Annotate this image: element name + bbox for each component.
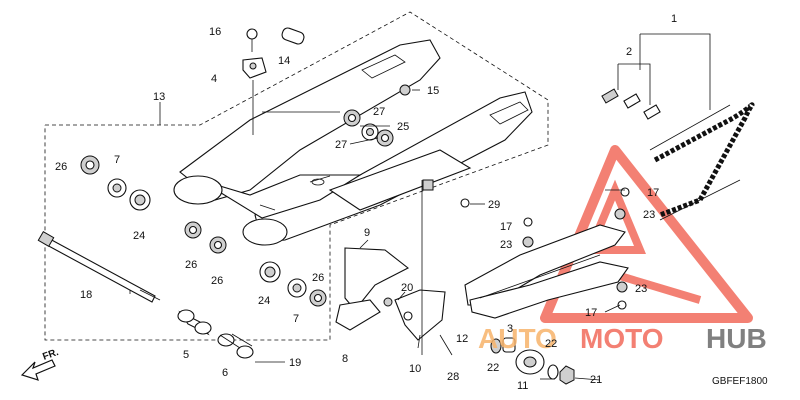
callout-27-lower: 27 xyxy=(335,139,347,151)
callout-18: 18 xyxy=(80,289,92,301)
callout-25: 25 xyxy=(397,121,409,133)
watermark-text: AUTO MOTO HUB xyxy=(478,323,767,354)
callout-23-low: 23 xyxy=(635,283,647,295)
callout-labels: 1 2 3 4 5 6 7 7 8 9 10 11 12 13 14 15 16… xyxy=(55,13,677,392)
pivot-bolt xyxy=(37,230,161,303)
callout-29: 29 xyxy=(488,199,500,211)
brackets xyxy=(335,179,453,356)
callout-24-right: 24 xyxy=(258,295,270,307)
callout-8: 8 xyxy=(342,353,348,365)
callout-26-mid-right: 26 xyxy=(211,275,223,287)
callout-15: 15 xyxy=(427,85,439,97)
callout-24-left: 24 xyxy=(133,230,145,242)
callout-22-left: 22 xyxy=(487,362,499,374)
callout-9: 9 xyxy=(364,227,370,239)
callout-26-mid-left: 26 xyxy=(185,259,197,271)
callout-14: 14 xyxy=(278,55,290,67)
front-direction-arrow xyxy=(20,359,56,381)
callout-17-top: 17 xyxy=(647,187,659,199)
front-direction-label: FR. xyxy=(41,347,60,363)
callout-13: 13 xyxy=(153,91,165,103)
pivot-collars xyxy=(177,309,254,359)
swingarm-assembly-outline xyxy=(44,11,549,341)
drive-chain xyxy=(639,33,755,221)
callout-7-upper: 7 xyxy=(114,154,120,166)
callout-5: 5 xyxy=(183,349,189,361)
callout-4: 4 xyxy=(211,73,217,85)
swingarm xyxy=(173,39,533,246)
callout-27-upper: 27 xyxy=(373,106,385,118)
callout-6: 6 xyxy=(222,367,228,379)
callout-10: 10 xyxy=(409,363,421,375)
callout-17-mid: 17 xyxy=(500,221,512,233)
callout-28: 28 xyxy=(447,371,459,383)
chain-joint-parts xyxy=(601,63,661,120)
callout-leaders xyxy=(129,89,625,381)
callout-16: 16 xyxy=(209,26,221,38)
chain-roller-set xyxy=(460,187,630,385)
callout-20: 20 xyxy=(401,282,413,294)
callout-26-lower: 26 xyxy=(312,272,324,284)
callout-1: 1 xyxy=(671,13,677,25)
watermark-auto: AUTO xyxy=(478,323,557,354)
callout-23-mid: 23 xyxy=(500,239,512,251)
callout-23-top: 23 xyxy=(643,209,655,221)
callout-7-lower: 7 xyxy=(293,313,299,325)
callout-19: 19 xyxy=(289,357,301,369)
bearings-and-seals xyxy=(80,109,394,307)
watermark-hub: HUB xyxy=(706,323,767,354)
stopper-and-collar xyxy=(242,27,411,135)
chain-slider xyxy=(464,224,629,319)
callout-12: 12 xyxy=(456,333,468,345)
callout-26-upper: 26 xyxy=(55,161,67,173)
watermark-moto: MOTO xyxy=(580,323,663,354)
callout-17-low: 17 xyxy=(585,307,597,319)
diagram-code: GBFEF1800 xyxy=(712,376,768,387)
callout-22-right: 22 xyxy=(545,338,557,350)
callout-3: 3 xyxy=(507,323,513,335)
callout-11: 11 xyxy=(517,380,528,392)
callout-2: 2 xyxy=(626,46,632,58)
callout-21: 21 xyxy=(590,374,602,386)
